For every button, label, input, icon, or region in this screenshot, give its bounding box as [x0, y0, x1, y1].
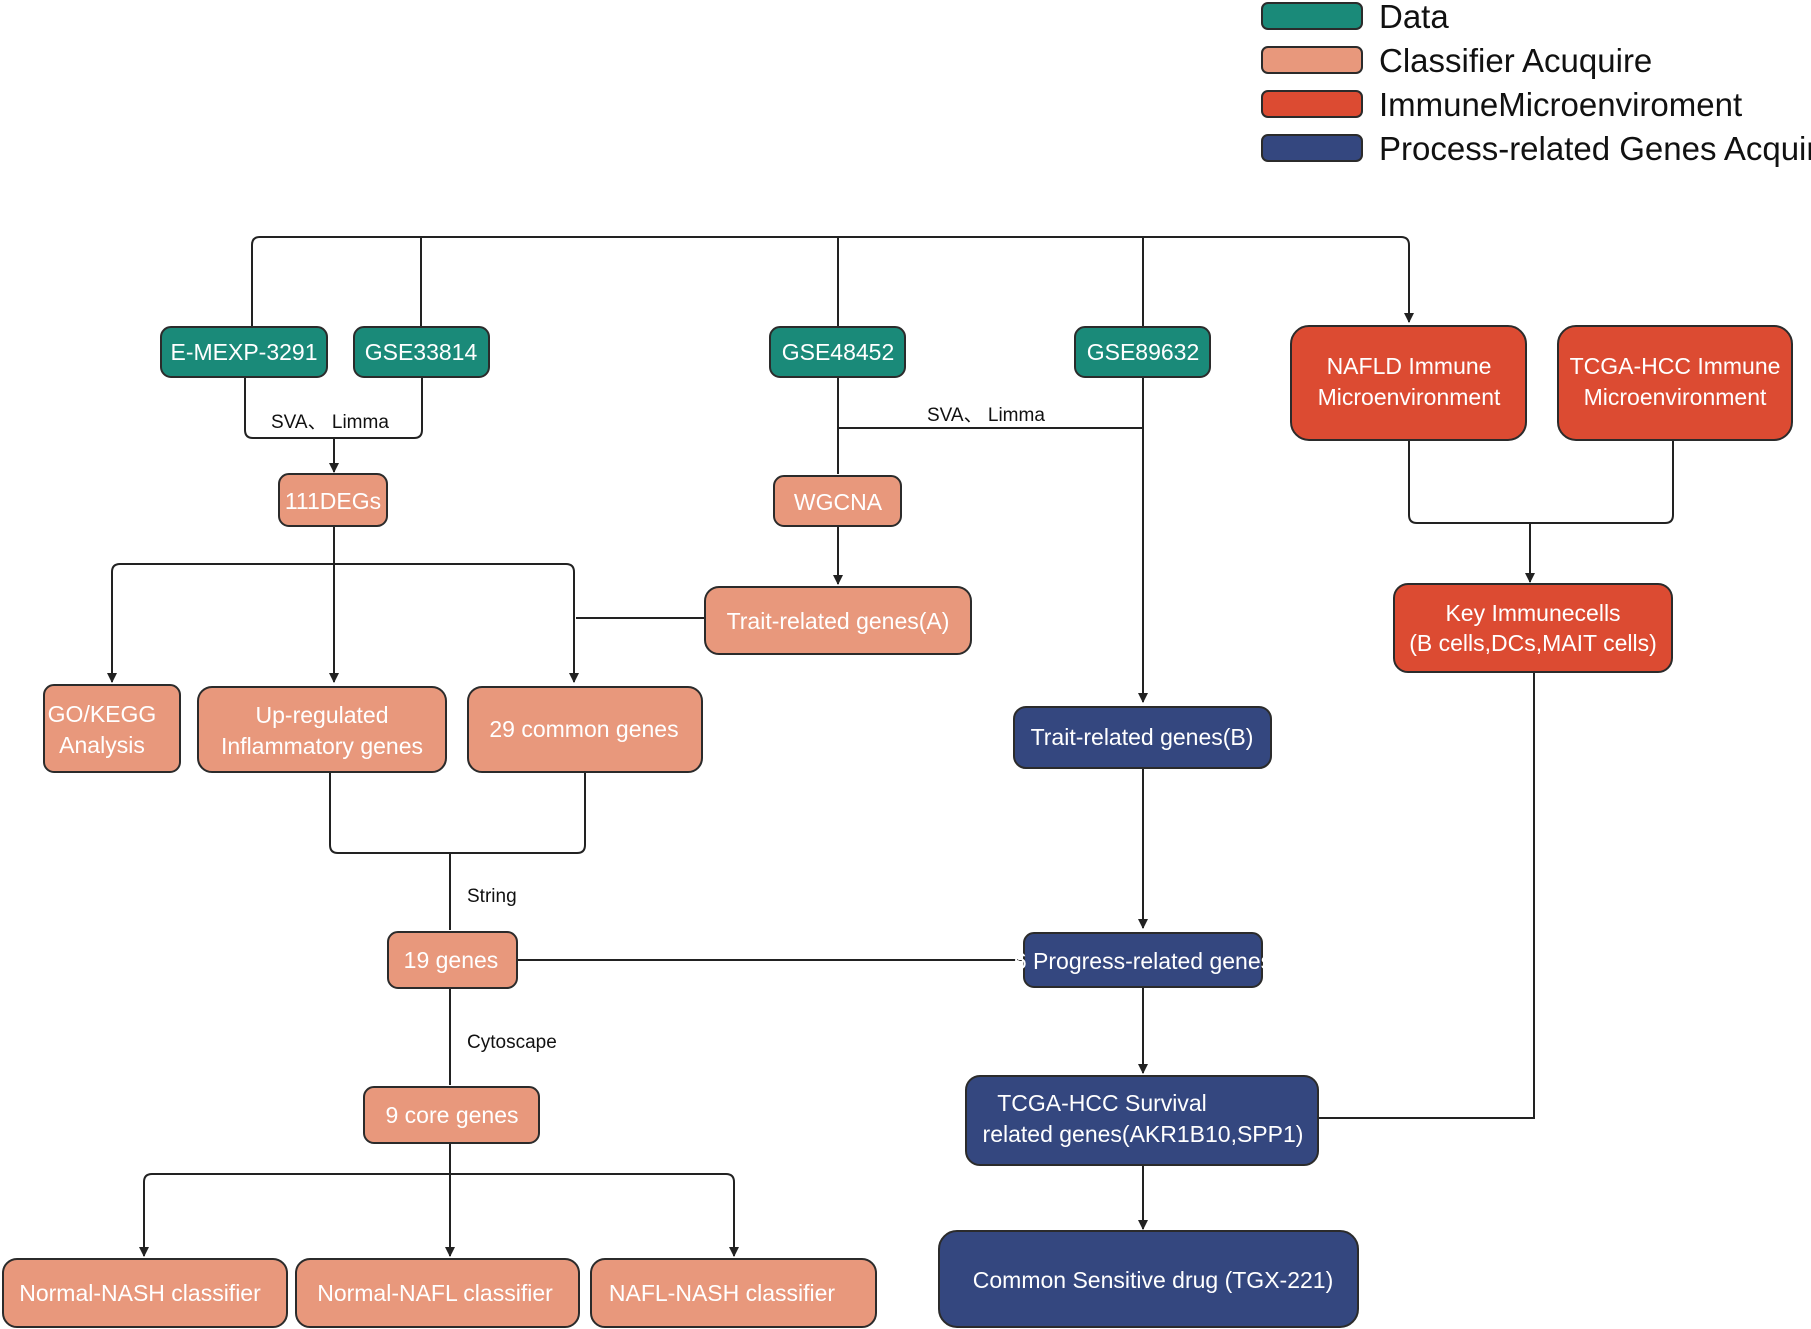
- node-label: Microenvironment: [1584, 384, 1767, 410]
- node-gse33814: GSE33814: [353, 326, 490, 378]
- node-label: GSE48452: [782, 339, 895, 365]
- legend-swatch-immune: [1261, 90, 1363, 118]
- edge-core-fanout: [143, 1173, 739, 1257]
- node-label: Inflammatory genes: [221, 733, 423, 759]
- node-trait-a: Trait-related genes(A): [704, 586, 972, 655]
- node-label: GSE89632: [1087, 339, 1200, 365]
- node-wgcna: WGCNA: [773, 475, 902, 527]
- node-label: 29 common genes: [489, 716, 678, 742]
- legend-item-immune: ImmuneMicroenviroment: [1261, 86, 1742, 123]
- node-label: Analysis: [59, 732, 145, 758]
- node-label: WGCNA: [794, 489, 883, 515]
- node-up-regulated: Up-regulated Inflammatory genes: [197, 686, 447, 773]
- node-label: TCGA-HCC Immune: [1570, 353, 1781, 379]
- node-label: NAFLD Immune: [1327, 353, 1492, 379]
- node-nafl-nash: NAFL-NASH classifier: [590, 1258, 877, 1328]
- node-go-kegg: GO/KEGG Analysis: [43, 684, 181, 773]
- node-label: Trait-related genes(A): [727, 608, 950, 634]
- legend-label-process: Process-related Genes Acquire: [1379, 130, 1811, 167]
- node-tcga-survival: TCGA-HCC Survival related genes(AKR1B10,…: [965, 1075, 1319, 1166]
- top-bus: [251, 236, 1414, 327]
- legend-item-data: Data: [1261, 0, 1449, 35]
- node-label: Normal-NASH classifier: [19, 1280, 261, 1306]
- edge-degs-branch: [111, 563, 579, 683]
- node-label: 111DEGs: [285, 488, 381, 514]
- legend-swatch-data: [1261, 2, 1363, 30]
- edge-key-to-survival: [1318, 672, 1535, 1119]
- node-label: Common Sensitive drug (TGX-221): [973, 1267, 1333, 1293]
- node-normal-nafl: Normal-NAFL classifier: [295, 1258, 580, 1328]
- edge-label-sva-limma-right: SVA、 Limma: [927, 405, 1045, 426]
- node-111degs: 111DEGs: [278, 473, 388, 527]
- legend: Data Classifier Acuquire ImmuneMicroenvi…: [1261, 0, 1811, 167]
- legend-swatch-process: [1261, 134, 1363, 162]
- node-label: Key Immunecells: [1445, 600, 1620, 626]
- legend-item-process: Process-related Genes Acquire: [1261, 130, 1811, 167]
- node-label: related genes(AKR1B10,SPP1): [983, 1121, 1304, 1147]
- node-19-genes: 19 genes: [387, 931, 518, 989]
- node-key-immunecells: Key Immunecells (B cells,DCs,MAIT cells): [1393, 583, 1673, 673]
- node-label: Trait-related genes(B): [1031, 724, 1254, 750]
- node-trait-b: Trait-related genes(B): [1013, 706, 1272, 769]
- legend-item-classifier: Classifier Acuquire: [1261, 42, 1652, 79]
- node-label: GSE33814: [365, 339, 478, 365]
- node-gse89632: GSE89632: [1074, 326, 1211, 378]
- edge-label-string: String: [467, 886, 517, 907]
- node-label: 6 Progress-related genes: [1014, 948, 1272, 974]
- node-label: Normal-NAFL classifier: [317, 1280, 553, 1306]
- node-nafld-immune: NAFLD Immune Microenvironment: [1290, 325, 1527, 441]
- legend-swatch-classifier: [1261, 46, 1363, 74]
- node-label: (B cells,DCs,MAIT cells): [1409, 630, 1657, 656]
- edge-immune-merge: [1408, 440, 1674, 524]
- node-tcga-hcc-immune: TCGA-HCC Immune Microenvironment: [1557, 325, 1793, 441]
- node-label: NAFL-NASH classifier: [609, 1280, 836, 1306]
- legend-label-immune: ImmuneMicroenviroment: [1379, 86, 1742, 123]
- node-9-core-genes: 9 core genes: [363, 1086, 540, 1144]
- edge-label-cytoscape: Cytoscape: [467, 1032, 557, 1053]
- connectors: [107, 236, 1674, 1257]
- node-6-progress-genes: 6 Progress-related genes: [1014, 932, 1272, 988]
- node-label: Up-regulated: [256, 702, 389, 728]
- legend-label-data: Data: [1379, 0, 1449, 35]
- node-29-common-genes: 29 common genes: [467, 686, 703, 773]
- node-e-mexp-3291: E-MEXP-3291: [160, 326, 328, 378]
- node-label: 19 genes: [404, 947, 499, 973]
- node-label: GO/KEGG: [48, 701, 157, 727]
- node-normal-nash: Normal-NASH classifier: [2, 1258, 288, 1328]
- node-gse48452: GSE48452: [769, 326, 906, 378]
- edge-merge-to-19: [329, 772, 586, 854]
- edge-label-sva-limma-left: SVA、 Limma: [271, 412, 389, 433]
- node-label: Microenvironment: [1318, 384, 1501, 410]
- legend-label-classifier: Classifier Acuquire: [1379, 42, 1652, 79]
- node-label: E-MEXP-3291: [170, 339, 317, 365]
- node-sensitive-drug: Common Sensitive drug (TGX-221): [938, 1230, 1359, 1328]
- node-label: TCGA-HCC Survival: [997, 1090, 1207, 1116]
- node-label: 9 core genes: [386, 1102, 519, 1128]
